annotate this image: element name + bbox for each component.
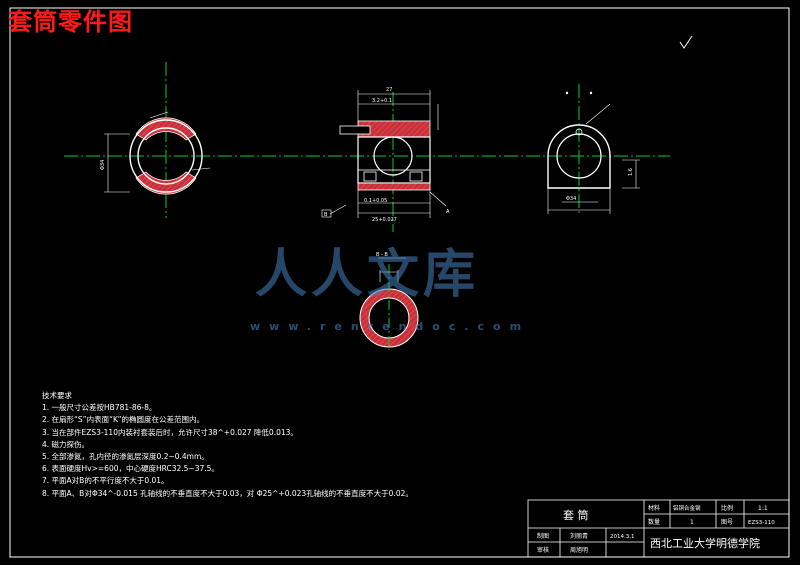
dim-right: 1.6: [628, 168, 634, 176]
label-a: A: [446, 209, 450, 215]
tb-material-label: 材料: [648, 504, 660, 512]
tech-item-6: 6. 表面硬度Hv>=600，中心硬度HRC32.5~37.5。: [42, 464, 219, 474]
left-view: Φ34: [100, 62, 211, 218]
tb-quantity-value: 1: [690, 519, 694, 526]
center-view: [321, 90, 447, 232]
tb-drawing-no-label: 图号: [721, 519, 733, 526]
right-view: [547, 84, 640, 216]
tech-item-4: 4. 磁力探伤。: [42, 439, 90, 449]
tb-scale-value: 1:1: [758, 505, 768, 512]
dim-bore: 3.2+0.1: [372, 98, 392, 104]
tech-item-2: 2. 在扇形“S”内表面“K”的椭圆度在公差范围内。: [42, 415, 205, 425]
section-view: [359, 257, 419, 350]
tech-item-1: 1. 一般尺寸公差按HB781-86-8。: [42, 403, 157, 413]
tb-date: 2014.3.1: [610, 534, 635, 540]
watermark-logo: 人人文库: [255, 245, 480, 305]
dim-flange: 0.1+0.05: [364, 198, 387, 204]
tech-item-3: 3. 当在部件EZS3-110内装衬套装后时，允许尺寸38^+0.027 降低0…: [42, 427, 298, 437]
tb-scale-label: 比例: [721, 504, 733, 512]
drawing-border: [9, 7, 790, 558]
svg-text:Φ34: Φ34: [100, 160, 106, 170]
label-b: B: [324, 212, 328, 218]
dim-phi: Φ34: [566, 196, 576, 202]
tech-item-8: 8. 平面A、B对Φ34^-0.015 孔轴线的不垂直度不大于0.03，对 Φ2…: [42, 488, 413, 498]
tech-item-7: 7. 平面A对B的不平行度不大于0.01。: [42, 476, 169, 486]
watermark-url: www.renrendoc.com: [250, 320, 531, 333]
tb-quantity-label: 数量: [648, 518, 660, 526]
section-marker: B - B: [376, 252, 388, 258]
tb-part-name: 套 筒: [563, 508, 589, 522]
tech-item-5: 5. 全部渗氮，孔内径的渗氮层深度0.2~0.4mm。: [42, 452, 209, 462]
tb-drawing-no-value: EZS3-110: [748, 520, 775, 526]
roughness-symbol-icon: [679, 35, 693, 49]
dim-bottom: 25+0.027: [372, 217, 397, 223]
tb-designer-label: 制图: [537, 532, 549, 540]
tb-reviewer-label: 审核: [537, 546, 549, 554]
tech-requirements: 技术要求 1. 一般尺寸公差按HB781-86-8。 2. 在扇形“S”内表面“…: [42, 390, 442, 500]
title-block: [527, 499, 790, 558]
tech-heading: 技术要求: [42, 391, 72, 400]
tb-material-value: 铝铜合金钢: [673, 504, 701, 512]
tb-school: 西北工业大学明德学院: [650, 536, 760, 550]
dim-top: 27: [386, 87, 392, 93]
tb-designer-name: 刘丽青: [570, 532, 588, 540]
page-title: 套筒零件图: [8, 7, 133, 36]
tb-reviewer-name: 周旭明: [570, 546, 588, 554]
